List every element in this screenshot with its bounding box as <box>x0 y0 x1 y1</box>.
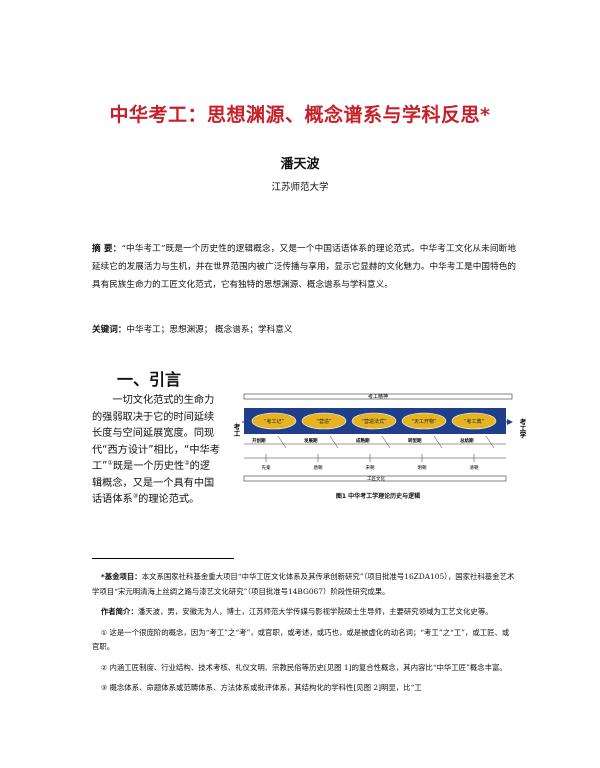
dynasty-label: 清朝 <box>470 464 479 471</box>
footnote-1: ① 这是一个很庞阶的概念，因为“考工”之“考”，或官职，或考述，或巧也，或是被虚… <box>92 626 516 655</box>
period-label: 发展期 <box>303 437 318 444</box>
author-bio-label: 作者简介： <box>100 607 138 616</box>
abstract: 摘 要：“中华考工”既是一个历史性的逻辑概念，又是一个中国话语体系的理论范式。中… <box>92 240 516 294</box>
left-label: 考工 <box>232 422 240 437</box>
footnote-text-1: 这是一个很庞阶的概念，因为“考工”之“考”，或官职，或考述，或巧也，或是被虚化的… <box>92 627 510 652</box>
right-label: 考工学 <box>518 417 526 439</box>
period-label: 转型期 <box>408 437 422 444</box>
concept-node <box>351 412 397 430</box>
intro-paragraph: 一切文化范式的生命力的强弱取决于它的时间延续长度与空间延展宽度。同现代“西方设计… <box>92 393 220 509</box>
intro-text-2: 既是一个历史性 <box>112 461 185 472</box>
dynasty-label: 唐朝 <box>314 464 323 471</box>
intro-text-3: 的逻辑概念，又是一个具有中国话语体系 <box>92 461 215 505</box>
period-label: 开创期 <box>252 437 266 444</box>
concept-label: “营造法式” <box>361 418 387 425</box>
fund-text: 本文系国家社科基金重大项目“中华工匠文化体系及其传承创新研究”（项目批准号16Z… <box>92 572 515 596</box>
concept-node <box>401 412 447 430</box>
footnote-3: ③ 概念体系、命题体系或范畴体系、方法体系或批评体系，其结构化的学科性[见图 2… <box>92 681 516 696</box>
footnote-2: ② 内涵工匠制度、行业结构、技术考核、礼仪文明、宗教民俗等历史[见图 1]的复合… <box>92 661 516 676</box>
footnote-mark-3: ③ <box>100 684 108 692</box>
top-label: 考工精神 <box>368 393 388 400</box>
period-tick <box>485 435 495 449</box>
fund-label: *基金项目： <box>100 572 142 581</box>
keywords-label: 关键词： <box>92 325 127 335</box>
concept-label: “天工开物” <box>411 418 437 425</box>
period-tick <box>277 435 287 449</box>
top-bracket <box>243 393 513 400</box>
keywords-text: 中华考工；思想渊源； 概念谱系；学科意义 <box>126 325 293 335</box>
period-label: 成熟期 <box>356 437 370 444</box>
abstract-label: 摘 要： <box>92 244 122 254</box>
fund-note: *基金项目：本文系国家社科基金重大项目“中华工匠文化体系及其传承创新研究”（项目… <box>92 570 516 599</box>
footnote-text-3: 概念体系、命题体系或范畴体系、方法体系或批评体系，其结构化的学科性[见图 2]明… <box>109 683 422 692</box>
intro-text-1: 一切文化范式的生命力的强弱取决于它的时间延续长度与空间延展宽度。同现代“西方设计… <box>92 395 220 472</box>
period-tick <box>381 435 391 449</box>
keywords: 关键词：中华考工；思想渊源； 概念谱系；学科意义 <box>92 323 516 337</box>
concept-label: “考工典” <box>464 418 485 425</box>
dynasty-label: 先秦 <box>262 464 271 471</box>
author-name: 潘天波 <box>280 157 320 172</box>
footnote-ref-3[interactable]: ③ <box>132 492 139 500</box>
footnote-ref-1[interactable]: ① <box>107 459 113 467</box>
footnote-text-2: 内涵工匠制度、行业结构、技术考核、礼仪文明、宗教民俗等历史[见图 1]的复合性概… <box>109 662 507 672</box>
author-note: 作者简介：潘天波，男，安徽无为人，博士，江苏师范大学传媒与影视学院硕士生导师，主… <box>92 605 516 620</box>
concept-node <box>301 412 347 430</box>
concept-node <box>451 412 497 430</box>
paper-title: 中华考工：思想渊源、概念谱系与学科反思* <box>109 104 491 126</box>
dynasty-label: 宋朝 <box>366 464 375 471</box>
period-label: 总结期 <box>460 437 474 444</box>
footnote-ref-2[interactable]: ② <box>184 459 190 467</box>
concept-node <box>251 412 297 430</box>
footnote-rule <box>92 558 234 559</box>
footnotes: *基金项目：本文系国家社科基金重大项目“中华工匠文化体系及其传承创新研究”（项目… <box>92 570 516 702</box>
bottom-label: 工匠文化 <box>367 475 385 482</box>
footnote-mark-1: ① <box>100 628 108 637</box>
section-heading: 一、引言 <box>117 370 182 389</box>
abstract-text: “中华考工”既是一个历史性的逻辑概念，又是一个中国话语体系的理论范式。中华考工文… <box>92 244 516 290</box>
concept-label: “考工记” <box>264 418 285 425</box>
figure-diagram: 考工精神 考工 考工学 “考工记” “营造” “营造法式” “天工开物” “考工典” 开… <box>232 393 526 482</box>
concept-label: “营造” <box>316 418 332 425</box>
figure-caption: 图1 中华考工学理论历史与逻辑 <box>335 493 421 500</box>
author-bio-text: 潘天波，男，安徽无为人，博士，江苏师范大学传媒与影视学院硕士生导师，主要研究领域… <box>137 607 493 616</box>
period-tick <box>433 435 443 449</box>
dynasty-label: 明朝 <box>418 465 427 471</box>
footnote-mark-2: ② <box>100 663 108 672</box>
affiliation: 江苏师范大学 <box>271 182 329 193</box>
period-tick <box>329 435 339 449</box>
intro-text-4: 的理论范式。 <box>138 494 200 505</box>
bottom-bracket <box>243 475 507 482</box>
